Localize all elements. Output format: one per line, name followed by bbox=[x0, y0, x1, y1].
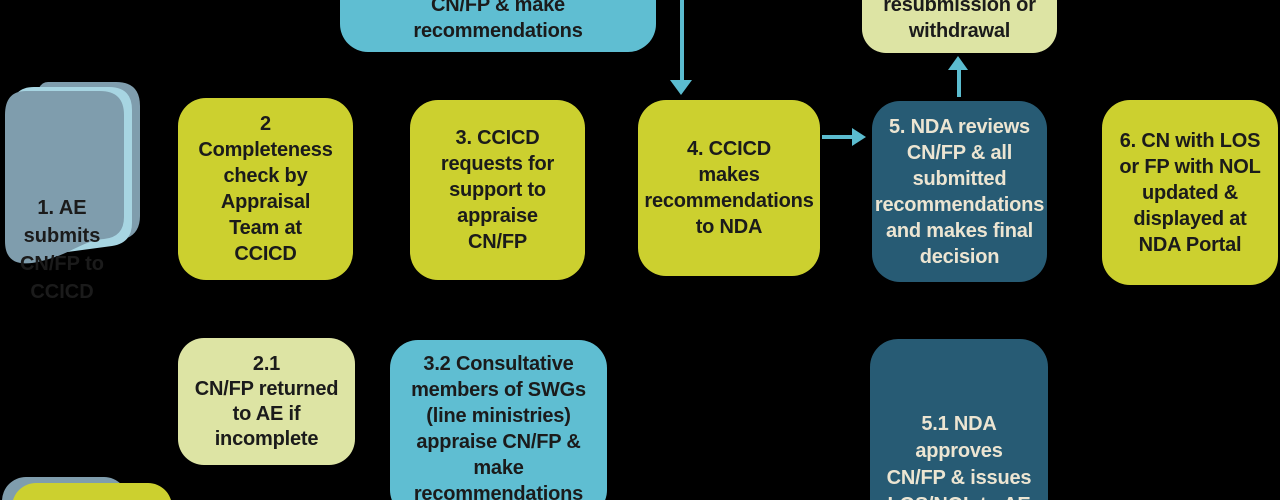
node-3-ccicd-requests-support: 3. CCICD requests for support to apprais… bbox=[410, 100, 585, 280]
document-stack-icon bbox=[5, 82, 140, 264]
node-2-1-cnfp-returned: 2.1 CN/FP returned to AE if incomplete bbox=[178, 338, 355, 465]
connector-arrow-step5-to-resubmission bbox=[957, 69, 961, 97]
node-6-cn-updated-nda-portal: 6. CN with LOS or FP with NOL updated & … bbox=[1102, 100, 1278, 285]
node-resubmission-or-withdrawal: resubmission or withdrawal bbox=[862, 0, 1057, 53]
connector-arrow-step4-to-step5 bbox=[822, 135, 853, 139]
node-4-ccicd-makes-recommendations: 4. CCICD makes recommendations to NDA bbox=[638, 100, 820, 276]
partial-green-node bbox=[12, 483, 172, 500]
connector-arrow-down-into-step4 bbox=[680, 0, 684, 82]
node-5-nda-reviews: 5. NDA reviews CN/FP & all submitted rec… bbox=[872, 101, 1047, 282]
arrow-right-icon bbox=[852, 128, 866, 146]
node-2-completeness-check: 2 Completeness check by Appraisal Team a… bbox=[178, 98, 353, 280]
arrow-down-icon bbox=[670, 80, 692, 95]
node-3-2-consultative-swgs: 3.2 Consultative members of SWGs (line m… bbox=[390, 340, 607, 500]
node-1-ae-submits: 1. AE submits CN/FP to CCICD bbox=[0, 78, 150, 303]
node-appraise-recommendations-partial: CN/FP & make recommendations bbox=[340, 0, 656, 52]
node-1-label: 1. AE submits CN/FP to CCICD bbox=[19, 197, 105, 303]
node-5-1-nda-approves: 5.1 NDA approves CN/FP & issues LOS/NOL … bbox=[870, 339, 1048, 500]
arrow-up-icon bbox=[948, 56, 968, 70]
